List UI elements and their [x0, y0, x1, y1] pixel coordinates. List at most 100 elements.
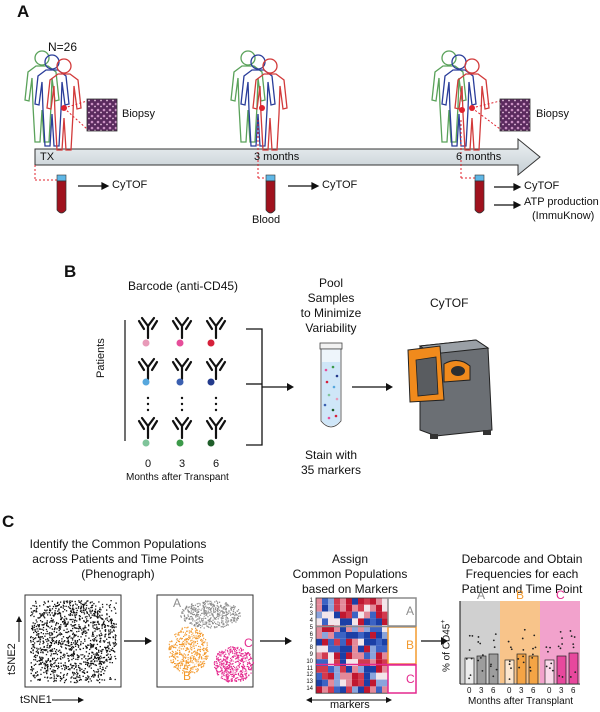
blood-tube-0 [56, 174, 67, 214]
barcode-dot [176, 339, 184, 347]
pooled-sample-tube [319, 342, 343, 428]
panel-a-letter: A [17, 2, 30, 21]
cluster-number: 10 [193, 660, 200, 666]
cluster-label-a: A [173, 596, 182, 610]
timepoint-3-label: 3 months [254, 151, 300, 163]
bar-tick-label: 0 [467, 686, 472, 695]
patient-group-6 [431, 50, 490, 151]
frequency-bar [488, 653, 499, 685]
cluster-number: 6 [190, 634, 194, 640]
cluster-number: 1 [228, 606, 232, 612]
marker-heatmap [315, 597, 389, 694]
heatmap-row-label: 11 [306, 665, 313, 672]
step3-title: Debarcode and Obtain Frequencies for eac… [448, 552, 596, 597]
cluster-number: 5 [176, 636, 180, 642]
heatmap-group-b: B [406, 638, 415, 652]
biopsy-label-6: Biopsy [536, 108, 570, 120]
step1-line: across Patients and Time Points [32, 552, 204, 566]
frequency-bar [544, 659, 555, 685]
blood-tube-3 [265, 174, 276, 214]
bar-tick-label: 6 [491, 686, 496, 695]
heatmap-row-label: 5 [309, 624, 313, 631]
step1-title: Identify the Common Populations across P… [18, 537, 218, 582]
cluster-number: 14 [242, 670, 249, 676]
frequency-bar [528, 655, 539, 685]
barcode-dot [176, 378, 184, 386]
step1-line: (Phenograph) [81, 567, 155, 581]
step3-line: Debarcode and Obtain [461, 552, 583, 566]
cluster-label-c: C [244, 636, 253, 650]
cluster-label-b: B [183, 669, 192, 683]
heatmap-row-label: 7 [309, 638, 313, 645]
cytof-label-0: CyTOF [112, 179, 148, 191]
bar-tick-label: 0 [547, 686, 552, 695]
biopsy-image-0 [86, 98, 118, 132]
blood-label: Blood [252, 214, 281, 226]
timepoint-tx-label: TX [40, 151, 55, 163]
frequency-bar [556, 655, 567, 685]
cluster-number: 7 [178, 646, 182, 652]
frequency-bar [568, 652, 579, 685]
month-label-0: 0 [145, 458, 152, 470]
biopsy-label-0: Biopsy [122, 108, 156, 120]
cluster-number: 8 [190, 647, 194, 653]
patients-axis-label: Patients [95, 338, 107, 378]
stain-line: 35 markers [300, 463, 362, 477]
panel-c-letter: C [2, 512, 15, 531]
timepoint-6-label: 6 months [456, 151, 502, 163]
timeline-arrow [34, 137, 541, 177]
blood-tube-6 [474, 174, 485, 214]
heatmap-row-label: 14 [306, 685, 313, 692]
bar-group-c: C [556, 588, 565, 602]
tsne2-axis-label: tSNE2 [6, 643, 18, 675]
pool-line: Pool [318, 276, 344, 290]
tsne-black-points [30, 600, 118, 684]
barcode-dot [142, 339, 150, 347]
atp-production-label: ATP production [524, 196, 599, 208]
frequency-bar [516, 653, 527, 685]
step3-line: Patient and Time Point [461, 582, 583, 596]
cluster-number: 9 [178, 658, 182, 664]
bar-tick-label: 6 [571, 686, 576, 695]
frequency-bar [464, 657, 475, 685]
patient-group-0 [24, 50, 82, 151]
barcode-label: Barcode (anti-CD45) [128, 279, 239, 293]
frequency-bars [464, 628, 579, 685]
heatmap-row-label: 10 [306, 658, 313, 665]
cluster-number: 4 [202, 617, 206, 623]
step2-line: Common Populations [292, 567, 408, 581]
bar-ylabel-text: % of CD45 [441, 623, 453, 672]
tsne1-axis-label: tSNE1 [20, 694, 52, 706]
tsne-cluster-points [168, 600, 255, 683]
barcode-dot [142, 439, 150, 447]
bar-tick-label: 3 [479, 686, 484, 695]
stain-step-label: Stain with 35 markers [281, 448, 381, 478]
barcode-dot [207, 439, 215, 447]
frequency-bar [504, 659, 515, 685]
heatmap-row-label: 3 [309, 611, 313, 618]
panel-b-letter: B [64, 262, 77, 281]
cluster-number: 13 [230, 670, 237, 676]
bar-tick-label: 6 [531, 686, 536, 695]
step2-title: Assign Common Populations based on Marke… [280, 552, 420, 597]
stain-line: Stain with [304, 448, 358, 462]
month-label-6: 6 [213, 458, 220, 470]
heatmap-group-a: A [406, 604, 415, 618]
bar-tick-label: 3 [519, 686, 524, 695]
bar-group-b: B [516, 588, 525, 602]
frequency-bar [476, 655, 487, 685]
heatmap-row-label: 4 [309, 617, 313, 624]
heatmap-row-label: 6 [309, 631, 313, 638]
step1-line: Identify the Common Populations [29, 537, 207, 551]
pool-line: to Minimize [300, 306, 362, 320]
bar-xlabel: Months after Transplant [468, 696, 574, 707]
cytof-title: CyTOF [430, 296, 469, 310]
cluster-number: 3 [214, 611, 218, 617]
bar-tick-label: 3 [559, 686, 564, 695]
heatmap-row-label: 8 [309, 645, 313, 652]
months-caption: Months after Transpant [126, 472, 229, 483]
cytof-label-3: CyTOF [322, 179, 358, 191]
step3-line: Frequencies for each [465, 567, 579, 581]
step2-line: Assign [331, 552, 369, 566]
